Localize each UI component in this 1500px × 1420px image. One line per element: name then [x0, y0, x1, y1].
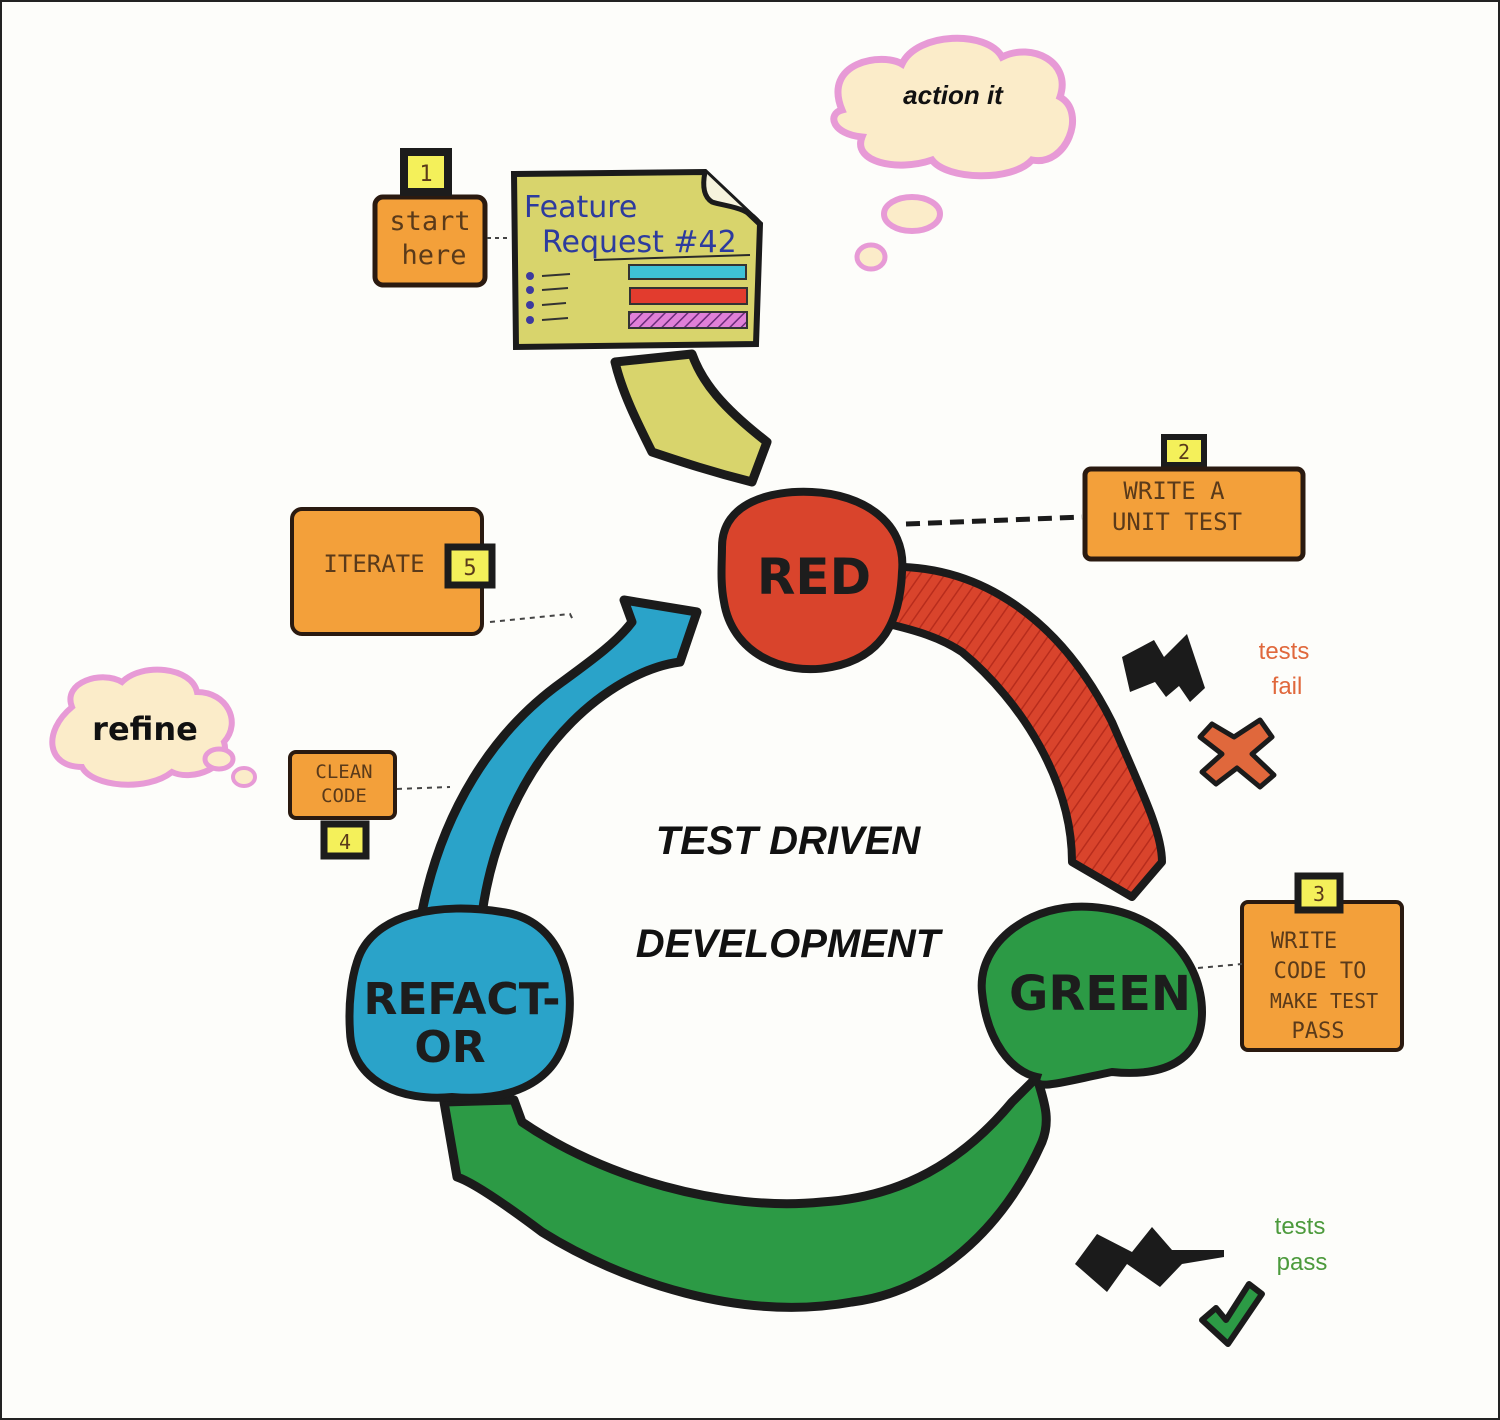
refactor-label-line1: REFACT-: [363, 974, 560, 1025]
refine-label: refine: [92, 710, 198, 748]
step-1-note: 1 start here: [372, 148, 507, 288]
step-badge: [444, 543, 496, 589]
bar-red: [629, 287, 748, 305]
tests-pass-line2: pass: [1277, 1249, 1328, 1276]
write-code-line4: PASS: [1292, 1019, 1345, 1044]
title-line1: TEST DRIVEN: [656, 819, 922, 863]
write-test-line2: UNIT TEST: [1112, 508, 1242, 536]
pass-check-icon: [1199, 1281, 1265, 1347]
bubble-dot-large: [881, 194, 943, 234]
action-it-label: action it: [903, 80, 1004, 110]
lightning-bolt-icon: [1122, 634, 1205, 702]
green-blob: [977, 902, 1207, 1089]
red-to-green-arrow: [878, 562, 1166, 901]
bubble-dot-large: [202, 746, 236, 772]
red-node: RED: [717, 487, 907, 674]
step-4-note: CLEAN CODE 4: [288, 750, 451, 860]
refactor-blob: [345, 904, 574, 1102]
underline: [593, 254, 751, 261]
step-2-note: 2 WRITE A UNIT TEST: [905, 434, 1306, 562]
green-to-refactor-arrow: [439, 1072, 1051, 1312]
bubble-dot-small: [231, 766, 257, 788]
write-code-line1: WRITE: [1271, 929, 1337, 954]
step-number: 2: [1178, 440, 1190, 464]
step-badge: [1161, 434, 1207, 468]
step-number: 5: [463, 556, 476, 581]
feature-line2: Request #42: [542, 225, 737, 260]
connector-line: [396, 786, 451, 790]
red-blob: [717, 487, 907, 674]
connector-line: [905, 514, 1083, 527]
write-code-line2: CODE TO: [1274, 959, 1367, 984]
tests-pass-group: tests pass: [1075, 1213, 1328, 1347]
cloud-shape: [49, 666, 235, 788]
iterate-label: ITERATE: [323, 550, 424, 578]
bar-purple: [628, 311, 748, 329]
note-shape: [288, 750, 397, 820]
connector-line: [1197, 963, 1243, 969]
tests-fail-group: tests fail: [1122, 634, 1310, 790]
thought-bubble-refine: refine: [49, 666, 257, 788]
bar-cyan: [628, 264, 747, 280]
feature-request-doc: Feature Request #42: [510, 168, 764, 351]
clean-line2: CODE: [321, 785, 367, 807]
thought-bubble-action: action it: [830, 34, 1077, 272]
lightning-bolt-icon: [1075, 1227, 1224, 1292]
tests-fail-line2: fail: [1272, 673, 1303, 700]
write-code-line3: MAKE TEST: [1270, 989, 1378, 1013]
start-line2: here: [401, 240, 466, 271]
start-line1: start: [389, 206, 470, 237]
note-shape: [372, 194, 488, 288]
bubble-dot-small: [854, 242, 888, 272]
step-number: 1: [419, 162, 432, 187]
fail-x-icon: [1197, 717, 1277, 790]
step-5-note: ITERATE 5: [290, 507, 575, 636]
tests-pass-line1: tests: [1275, 1213, 1326, 1240]
note-shape: [1082, 466, 1306, 562]
cloud-shape: [830, 34, 1077, 180]
refactor-node: REFACT- OR: [345, 904, 574, 1102]
red-label: RED: [757, 548, 871, 606]
tests-fail-line1: tests: [1259, 638, 1310, 665]
step-number: 4: [339, 830, 351, 854]
step-number: 3: [1313, 882, 1325, 906]
step-badge: [320, 820, 370, 860]
feature-to-red-arrow: [610, 349, 772, 487]
bullet-list: [526, 272, 571, 324]
step-badge: [400, 148, 452, 196]
step-badge: [1294, 872, 1344, 914]
clean-line1: CLEAN: [315, 761, 372, 783]
refactor-to-red-arrow: [417, 595, 702, 919]
feature-line1: Feature: [524, 190, 637, 225]
green-label: GREEN: [1009, 966, 1191, 1022]
green-node: GREEN: [977, 902, 1207, 1089]
title-line2: DEVELOPMENT: [636, 922, 944, 966]
write-test-line1: WRITE A: [1123, 477, 1225, 505]
refactor-label-line2: OR: [414, 1022, 485, 1073]
diagram-title: TEST DRIVEN DEVELOPMENT: [636, 819, 944, 966]
doc-folded-corner: [701, 171, 763, 226]
step-3-note: 3 WRITE CODE TO MAKE TEST PASS: [1197, 872, 1404, 1052]
connector-line: [489, 612, 575, 623]
